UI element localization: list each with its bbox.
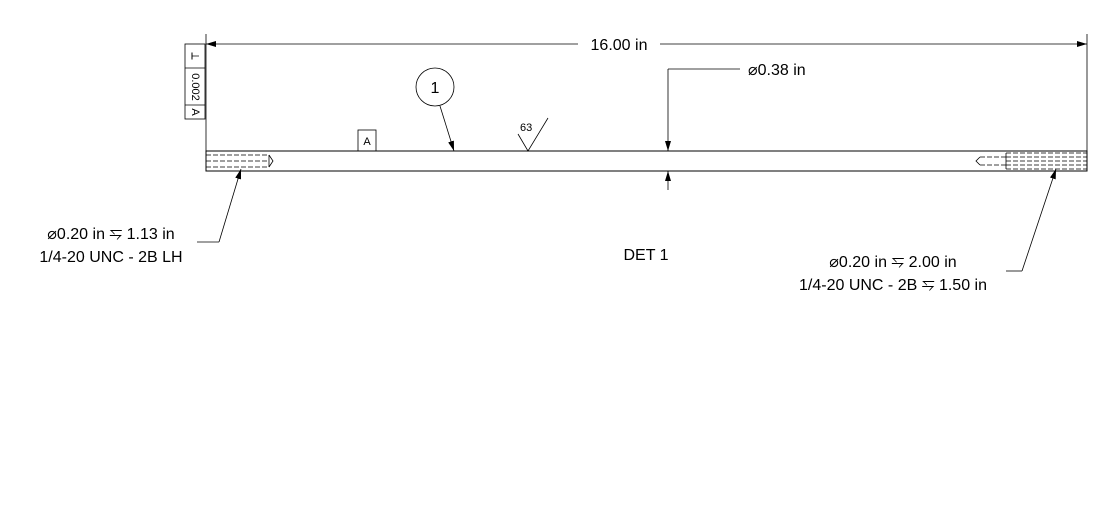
right-hole-leader [1006,168,1057,272]
surface-finish: 63 [517,117,549,152]
item-balloon-number: 1 [431,80,440,97]
right-hidden-hole [975,152,1087,170]
detail-label: DET 1 [623,247,668,264]
left-hole-callout-line1: ⌀0.20 in ⥧ 1.13 in [47,226,174,243]
rod-body [205,150,1088,172]
datum-feature: A [357,129,377,152]
diameter-dimension-text: ⌀0.38 in [748,62,806,79]
left-hole-callout-line2: 1/4-20 UNC - 2B LH [39,249,182,266]
diameter-dimension: ⌀0.38 in [665,62,806,190]
length-dimension-text: 16.00 in [591,37,648,54]
surface-finish-value: 63 [520,122,532,134]
left-hidden-hole [206,154,274,168]
right-hole-callout-line2: 1/4-20 UNC - 2B ⥧ 1.50 in [799,277,987,294]
fcf-tolerance: 0.002 [189,73,201,101]
datum-feature-label: A [363,136,371,148]
feature-control-frame: ⟂ 0.002 A [184,43,206,120]
item-balloon: 1 [415,67,455,152]
fcf-symbol: ⟂ [189,52,201,60]
right-hole-callout: ⌀0.20 in ⥧ 2.00 in 1/4-20 UNC - 2B ⥧ 1.5… [799,254,987,294]
right-hole-callout-line1: ⌀0.20 in ⥧ 2.00 in [829,254,956,271]
left-hole-leader [197,168,242,243]
fcf-datum: A [189,108,201,116]
left-hole-callout: ⌀0.20 in ⥧ 1.13 in 1/4-20 UNC - 2B LH [39,226,182,266]
length-dimension: 16.00 in [205,34,1088,151]
